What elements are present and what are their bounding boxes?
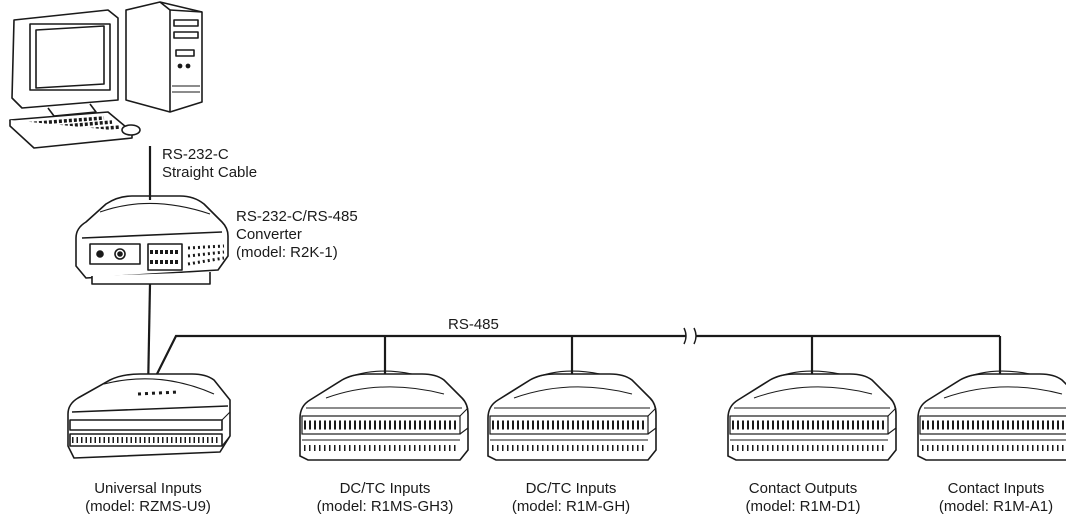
computer-icon xyxy=(9,1,203,149)
cable-lines xyxy=(146,146,1002,393)
io-module-icon xyxy=(728,371,896,460)
module-name: DC/TC Inputs xyxy=(525,480,617,497)
cable-label-line2: Straight Cable xyxy=(162,164,258,181)
converter-icon xyxy=(75,195,229,285)
module-label: Universal Inputs (model: RZMS-U9) xyxy=(85,480,211,516)
bus-label: RS-485 xyxy=(448,316,499,333)
module-model: (model: R1M-A1) xyxy=(938,498,1054,515)
module-name: Universal Inputs xyxy=(94,480,202,497)
converter-label-line2: Converter xyxy=(236,226,302,243)
cable-label: RS-232-C Straight Cable xyxy=(162,146,257,182)
io-module-icon xyxy=(67,373,231,459)
io-module-icon xyxy=(300,371,468,460)
module-label: DC/TC Inputs (model: R1MS-GH3) xyxy=(317,480,454,516)
module-name: Contact Inputs xyxy=(947,480,1045,497)
cable-label-line1: RS-232-C xyxy=(162,146,229,163)
module-label: DC/TC Inputs (model: R1M-GH) xyxy=(512,480,630,516)
io-module-icon xyxy=(918,371,1066,460)
module-model: (model: RZMS-U9) xyxy=(85,498,211,515)
converter-label: RS-232-C/RS-485 Converter (model: R2K-1) xyxy=(236,208,358,262)
module-name: DC/TC Inputs xyxy=(339,480,431,497)
converter-label-line3: (model: R2K-1) xyxy=(236,244,338,261)
module-model: (model: R1MS-GH3) xyxy=(316,498,454,515)
break-mark-icon xyxy=(683,327,697,345)
converter-label-line1: RS-232-C/RS-485 xyxy=(236,208,358,225)
module-model: (model: R1M-GH) xyxy=(511,498,631,515)
module-label: Contact Outputs (model: R1M-D1) xyxy=(745,480,860,516)
io-module-icon xyxy=(488,371,656,460)
module-name: Contact Outputs xyxy=(748,480,858,497)
module-label: Contact Inputs (model: R1M-A1) xyxy=(939,480,1053,516)
module-model: (model: R1M-D1) xyxy=(745,498,861,515)
